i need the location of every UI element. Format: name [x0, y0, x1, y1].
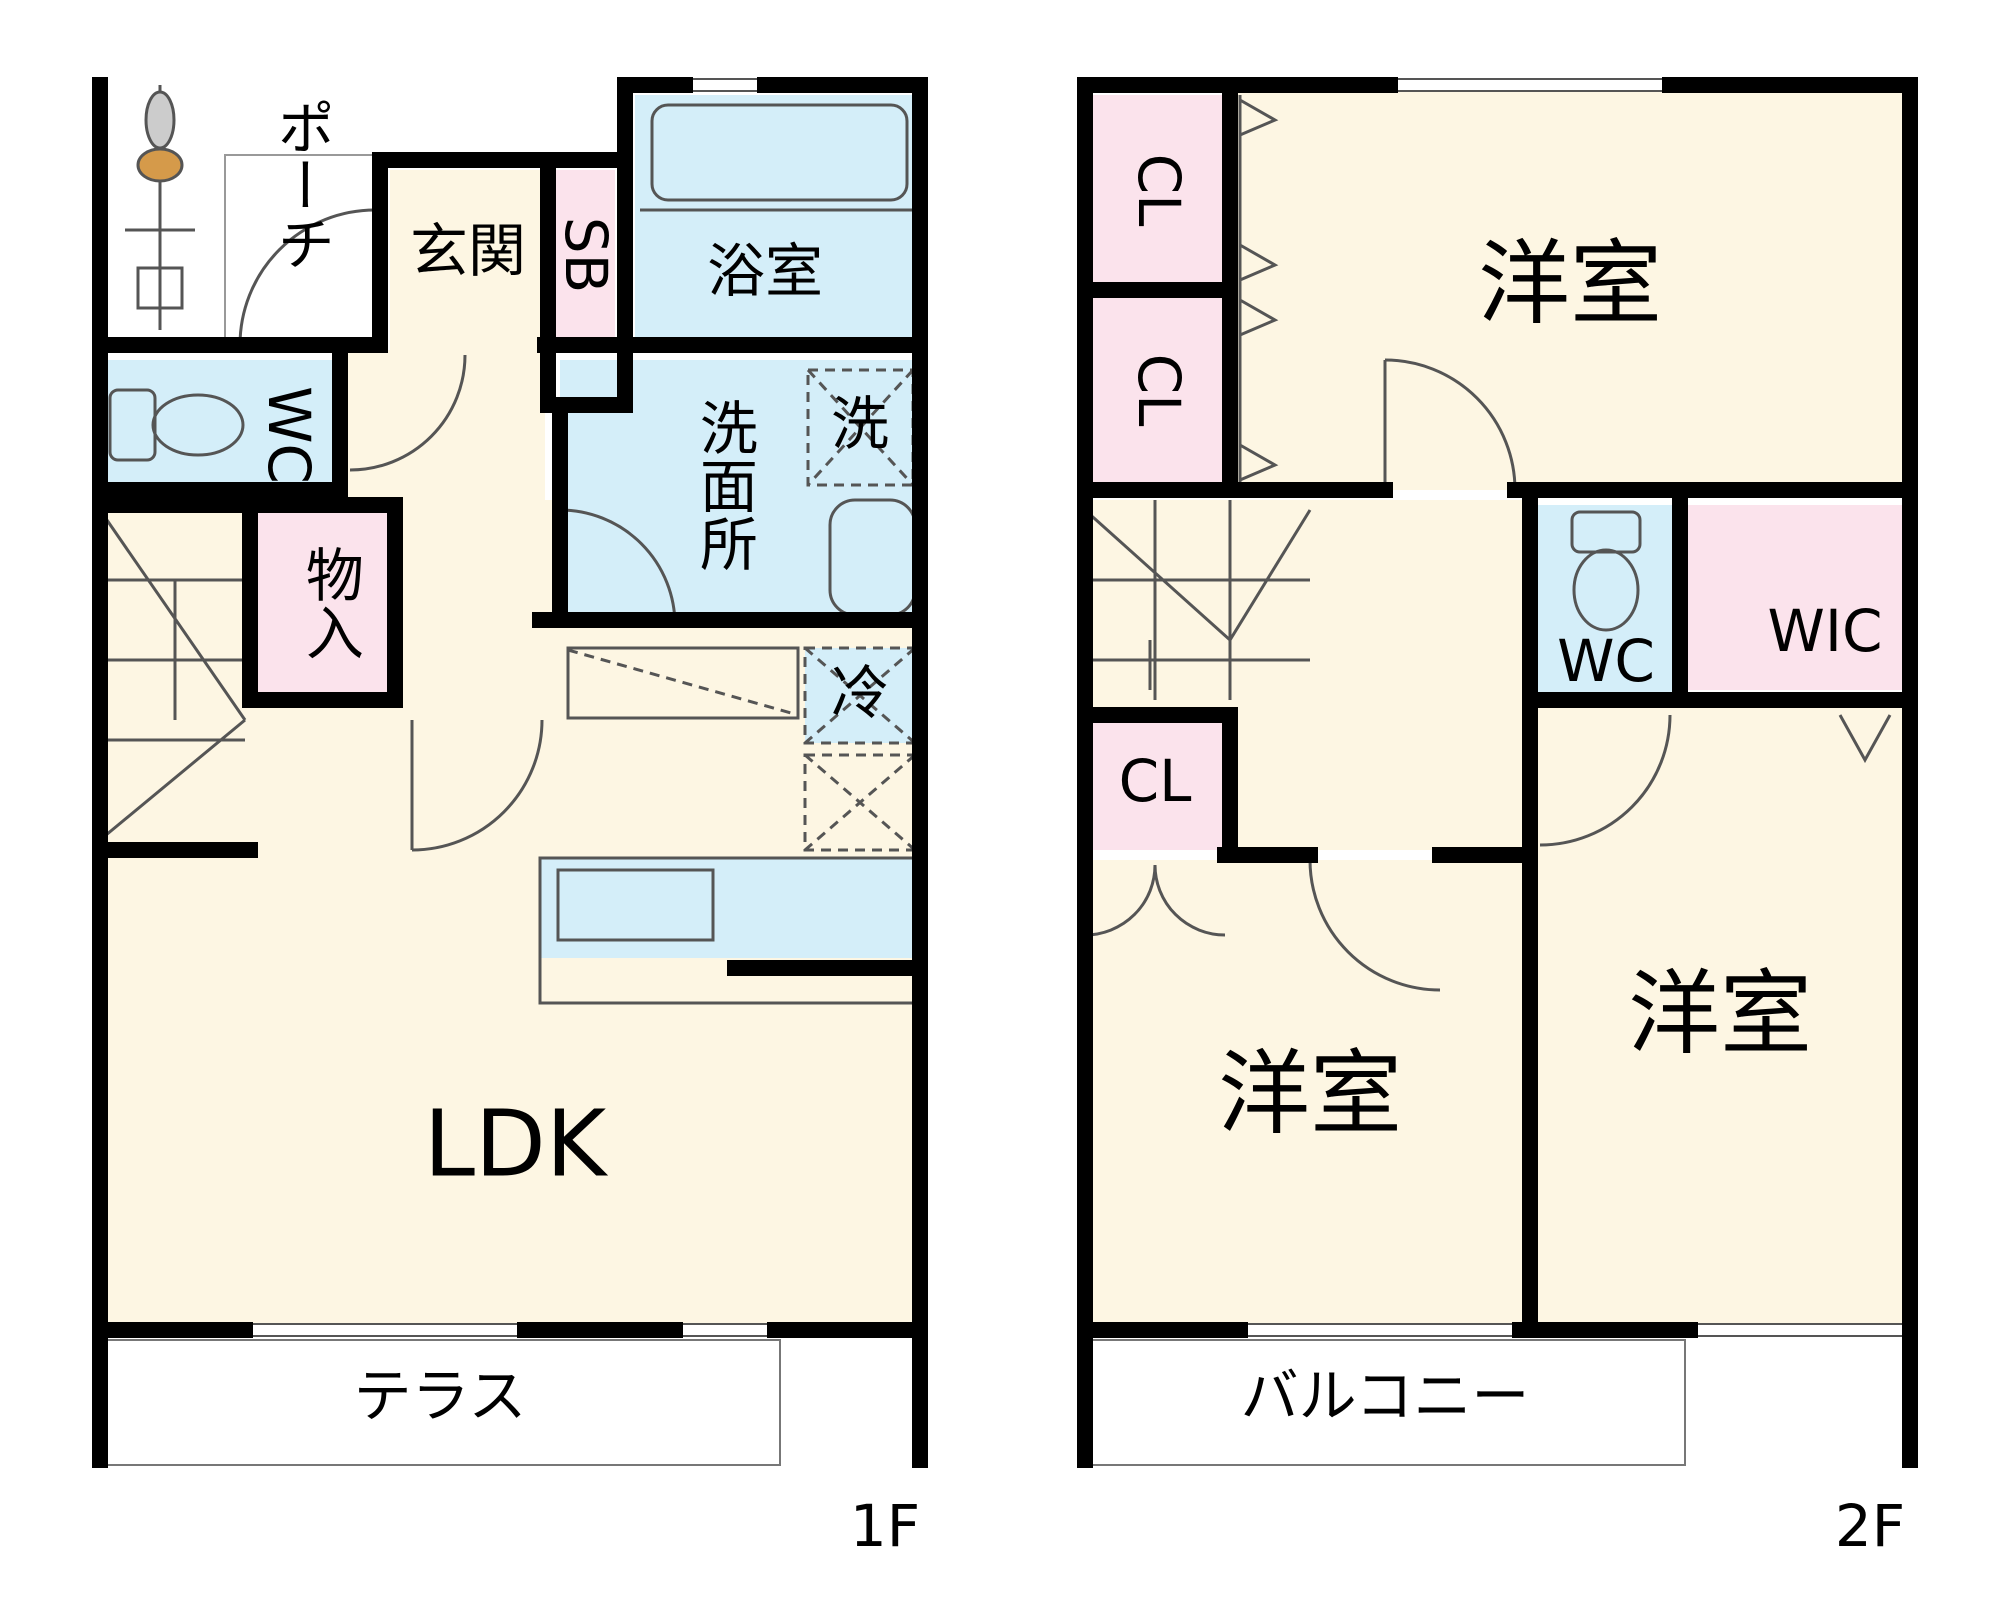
closet-door-markers [1238, 95, 1892, 764]
closet-2-label: CL [1125, 354, 1193, 427]
terrace-label: テラス [354, 1362, 527, 1430]
door-swing-closet-3b [1153, 864, 1226, 937]
door-swing-ldk [411, 719, 544, 852]
bath-floor [635, 95, 920, 345]
storage-floor-1 [258, 510, 393, 695]
entrance-label: 玄関 [410, 217, 526, 285]
closet-2-floor [1085, 295, 1225, 485]
bathtub [650, 103, 909, 202]
kitchen-counter [540, 858, 920, 958]
toilet-fixture-1 [108, 388, 245, 462]
closet-3-floor [1085, 715, 1225, 850]
balcony-label: バルコニー [1241, 1362, 1530, 1430]
wic-floor [1685, 505, 1910, 690]
floor-2-label: 2F [1835, 1492, 1905, 1560]
washroom-label: 洗面所 [690, 398, 758, 572]
toilet-fixture-2 [1570, 510, 1642, 632]
room-southwest-floor [1085, 860, 1525, 1330]
door-swing-toilet [349, 354, 467, 472]
bathroom-label: 浴室 [707, 237, 823, 305]
shoebox-floor [548, 170, 615, 340]
terrace-area [99, 1339, 781, 1466]
closet-1-label: CL [1125, 154, 1193, 227]
door-swing-room-southwest [1308, 859, 1441, 992]
door-swing-porch [238, 208, 376, 346]
door-swing-room-north [1384, 358, 1517, 491]
room-southeast-floor [1535, 700, 1910, 1330]
window-room-north [1389, 78, 1671, 92]
room-north-floor [1230, 85, 1910, 490]
window-room-southeast [1689, 1323, 1911, 1337]
window-bath [684, 78, 766, 92]
walls-2f [1077, 77, 1918, 1468]
toilet-label-2f: WC [1557, 627, 1655, 695]
entrance-floor [390, 170, 545, 350]
floor-2 [1077, 77, 1918, 1468]
window-ldk-2 [674, 1323, 776, 1337]
door-swing-room-southeast [1539, 714, 1672, 847]
window-room-southwest [1239, 1323, 1521, 1337]
floor-1 [92, 77, 928, 1468]
closet-1-floor [1085, 95, 1225, 285]
toilet-floor-2 [1535, 505, 1675, 695]
stair-floor-1 [100, 500, 245, 850]
walls-1f [92, 77, 928, 1468]
ldk-label: LDK [424, 1090, 609, 1197]
balcony-area [1084, 1339, 1686, 1466]
stairs-2f [1083, 500, 1312, 700]
room-southwest-label: 洋室 [1218, 1040, 1402, 1147]
toilet-floor-1 [100, 360, 335, 485]
washer-label: 洗 [831, 390, 889, 458]
room-southeast-label: 洋室 [1628, 960, 1812, 1067]
fridge-label: 冷 [831, 659, 889, 727]
kitchen-shelf [566, 646, 800, 720]
stairs-1f [98, 509, 247, 842]
bicycle-icon [125, 85, 195, 330]
shoebox-label: SB [552, 217, 620, 294]
floor-1-label: 1F [850, 1492, 920, 1560]
room-north-label: 洋室 [1478, 230, 1662, 337]
door-swing-washroom [559, 508, 677, 626]
door-swing-closet-3a [1084, 864, 1157, 937]
kitchen-sink [556, 868, 715, 942]
closet-3-label: CL [1119, 747, 1192, 815]
toilet-label-1f: WC [255, 386, 323, 484]
window-ldk-1 [244, 1323, 526, 1337]
wic-label: WIC [1768, 597, 1883, 665]
storage-label-1f: 物入 [296, 545, 364, 661]
porch-label: ポーチ [267, 98, 335, 272]
